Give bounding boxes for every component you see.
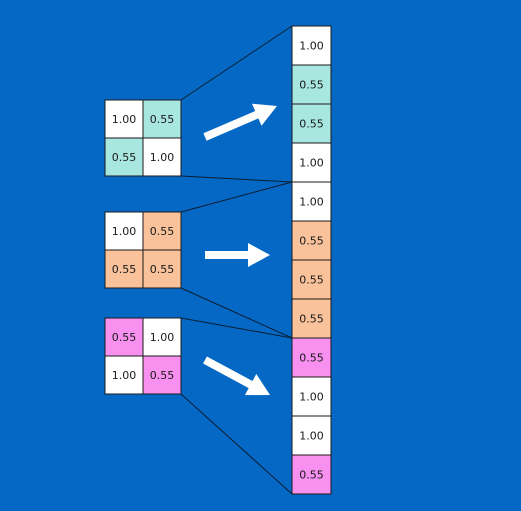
vector-cell xyxy=(291,142,332,183)
matrix-cell xyxy=(104,249,144,289)
matrix-cell-value: 0.55 xyxy=(112,263,137,276)
matrix-cell-value: 1.00 xyxy=(112,113,137,126)
vector-cell-value: 1.00 xyxy=(299,196,324,209)
vector-cell-value: 1.00 xyxy=(299,391,324,404)
matrix-cell xyxy=(142,317,182,357)
matrix-cell-value: 1.00 xyxy=(112,369,137,382)
vector-cell xyxy=(291,376,332,417)
connector-line xyxy=(180,287,293,339)
arrow-icon xyxy=(205,243,270,267)
arrow-icon xyxy=(203,356,270,396)
matrix-cell-value: 0.55 xyxy=(112,331,137,344)
matrix-cell-value: 0.55 xyxy=(150,369,175,382)
matrix-bottom: 0.55 1.00 1.00 0.55 xyxy=(104,317,182,395)
arrows xyxy=(203,103,277,396)
vector-cell-value: 0.55 xyxy=(299,469,324,482)
connector-line xyxy=(180,393,293,495)
connector-line xyxy=(180,175,293,183)
connector-line xyxy=(180,317,293,339)
vector-cell xyxy=(291,259,332,300)
vector-cell-value: 1.00 xyxy=(299,40,324,53)
matrix-cell-value: 1.00 xyxy=(150,331,175,344)
matrix-cell xyxy=(142,249,182,289)
matrix-cell xyxy=(104,137,144,177)
matrix-cell-value: 1.00 xyxy=(150,151,175,164)
connector-line xyxy=(180,25,293,101)
vector-cell xyxy=(291,298,332,339)
matrix-cell xyxy=(104,99,144,139)
vector-cell xyxy=(291,454,332,495)
matrix-cell-value: 0.55 xyxy=(150,263,175,276)
matrix-cell-value: 0.55 xyxy=(150,225,175,238)
vector-cell-value: 1.00 xyxy=(299,157,324,170)
vector-cell-value: 1.00 xyxy=(299,430,324,443)
connector-line xyxy=(180,181,293,213)
vector-cell xyxy=(291,220,332,261)
vector-cell xyxy=(291,337,332,378)
matrix-middle: 1.00 0.55 0.55 0.55 xyxy=(104,211,182,289)
vector-cell xyxy=(291,181,332,222)
vector-cell-value: 0.55 xyxy=(299,79,324,92)
matrix-cell xyxy=(142,211,182,251)
matrix-cell xyxy=(142,99,182,139)
matrix-cell-value: 0.55 xyxy=(112,151,137,164)
vector-cell xyxy=(291,64,332,105)
matrix-top: 1.00 0.55 0.55 1.00 xyxy=(104,99,182,177)
vector-cell-value: 0.55 xyxy=(299,274,324,287)
vector-cell-value: 0.55 xyxy=(299,352,324,365)
vector-cell-value: 0.55 xyxy=(299,313,324,326)
vector-cell xyxy=(291,415,332,456)
vector-cell-value: 0.55 xyxy=(299,118,324,131)
matrix-cell-value: 0.55 xyxy=(150,113,175,126)
matrix-cell xyxy=(142,355,182,395)
matrix-cell-value: 1.00 xyxy=(112,225,137,238)
flattened-vector: 1.00 0.55 0.55 1.00 1.00 0.55 0.55 0.55 0.55 1.00… xyxy=(291,25,332,495)
connector-lines xyxy=(180,25,293,495)
arrow-icon xyxy=(203,103,277,141)
matrix-cell xyxy=(142,137,182,177)
vector-cell-value: 0.55 xyxy=(299,235,324,248)
